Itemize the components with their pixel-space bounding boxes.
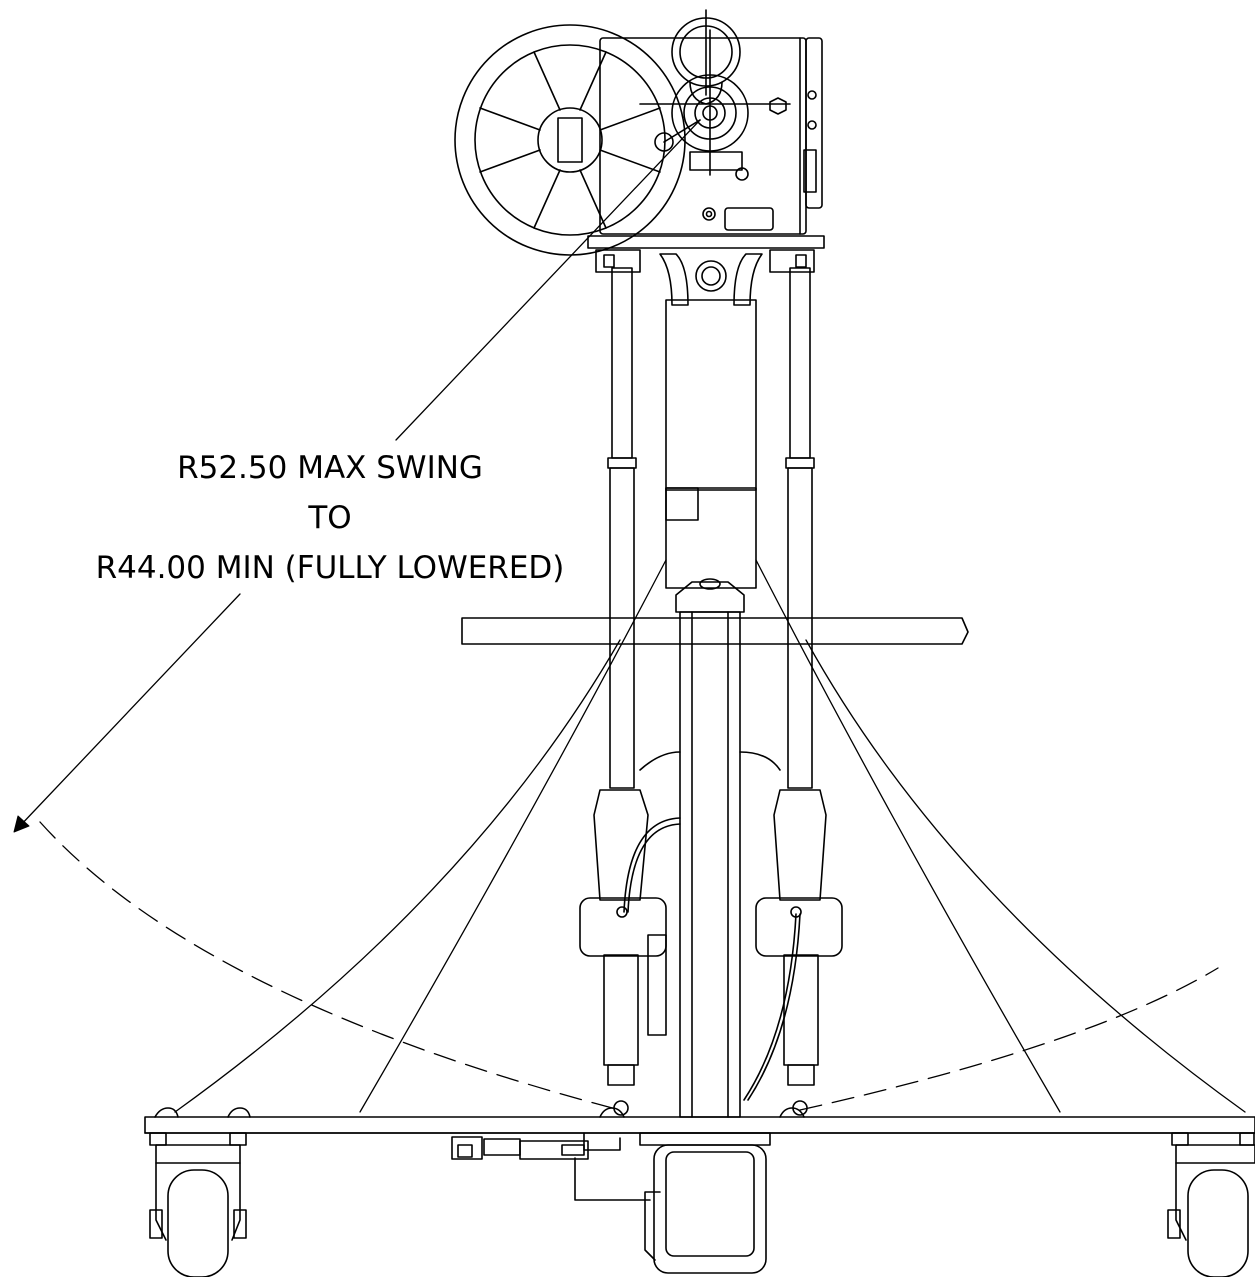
right-actuator	[743, 789, 843, 1116]
winch-handwheel	[454, 24, 701, 256]
base-frame	[144, 1107, 1255, 1134]
support-struts	[174, 559, 1246, 1113]
rear-housing	[639, 751, 781, 1036]
dimension-note-to: TO	[308, 500, 352, 536]
gear-hub	[639, 74, 791, 181]
control-box	[451, 1132, 651, 1201]
dimension-leader-max	[395, 119, 701, 441]
handle-bar	[461, 617, 969, 645]
top-mounting-plate	[587, 235, 825, 306]
dimension-note-min-lowered: R44.00 MIN (FULLY LOWERED)	[95, 550, 565, 586]
right-caster	[1167, 1132, 1255, 1277]
lifting-eye-ring	[671, 9, 741, 105]
center-caster	[639, 1132, 771, 1274]
dimension-leader-min	[13, 593, 241, 833]
center-column	[665, 299, 757, 1118]
dimension-note-max-swing: R52.50 MAX SWING	[177, 450, 483, 486]
arrowhead	[13, 815, 30, 833]
swing-arc	[39, 821, 1219, 1111]
lift-rods	[607, 267, 815, 789]
gearbox-housing	[599, 29, 823, 235]
left-actuator	[579, 789, 681, 1116]
left-caster	[149, 1132, 247, 1277]
